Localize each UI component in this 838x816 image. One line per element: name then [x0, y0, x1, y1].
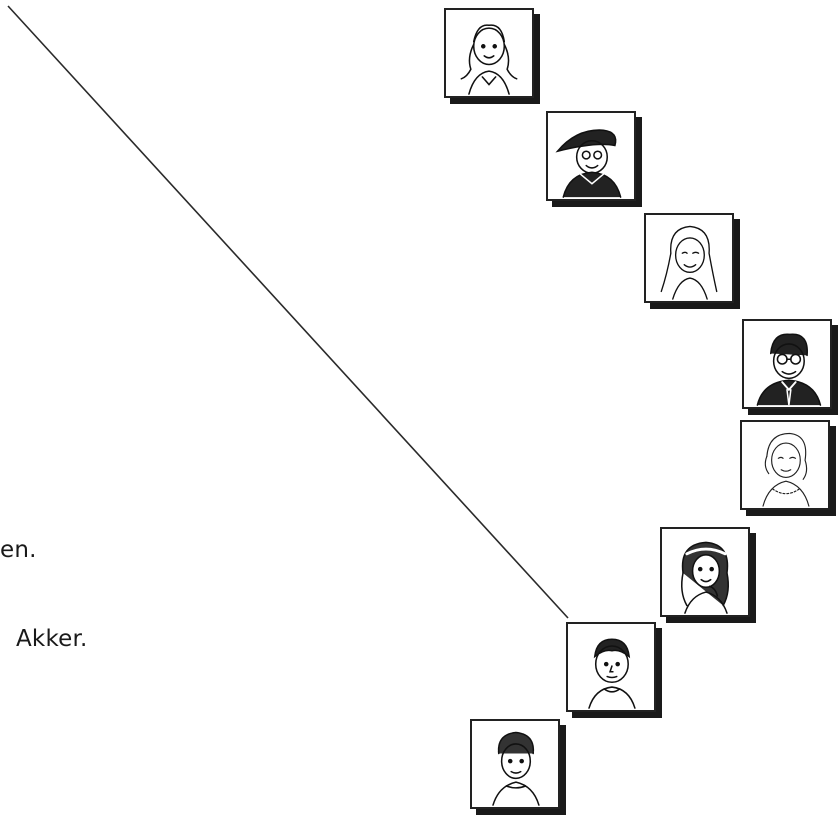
boy-short-hair-icon: [568, 624, 654, 710]
girl-with-braids-icon: [446, 10, 532, 96]
portrait-girl-long-hair: [644, 213, 734, 303]
woman-with-necklace-icon: [742, 422, 828, 508]
portrait-man-with-glasses-and-tie: [742, 319, 832, 409]
text-fragment-2: Akker.: [16, 626, 88, 652]
portrait-boy-curly-hair: [470, 719, 560, 809]
text-fragment-1: en.: [0, 537, 37, 563]
girl-long-hair-icon: [646, 215, 732, 301]
man-with-glasses-and-tie-icon: [744, 321, 830, 407]
girl-with-headband-icon: [662, 529, 748, 615]
child-with-cap-icon: [548, 113, 634, 199]
portrait-child-with-cap: [546, 111, 636, 201]
portrait-girl-with-headband: [660, 527, 750, 617]
portrait-girl-with-braids: [444, 8, 534, 98]
portrait-woman-with-necklace: [740, 420, 830, 510]
portrait-boy-short-hair: [566, 622, 656, 712]
boy-curly-hair-icon: [472, 721, 558, 807]
